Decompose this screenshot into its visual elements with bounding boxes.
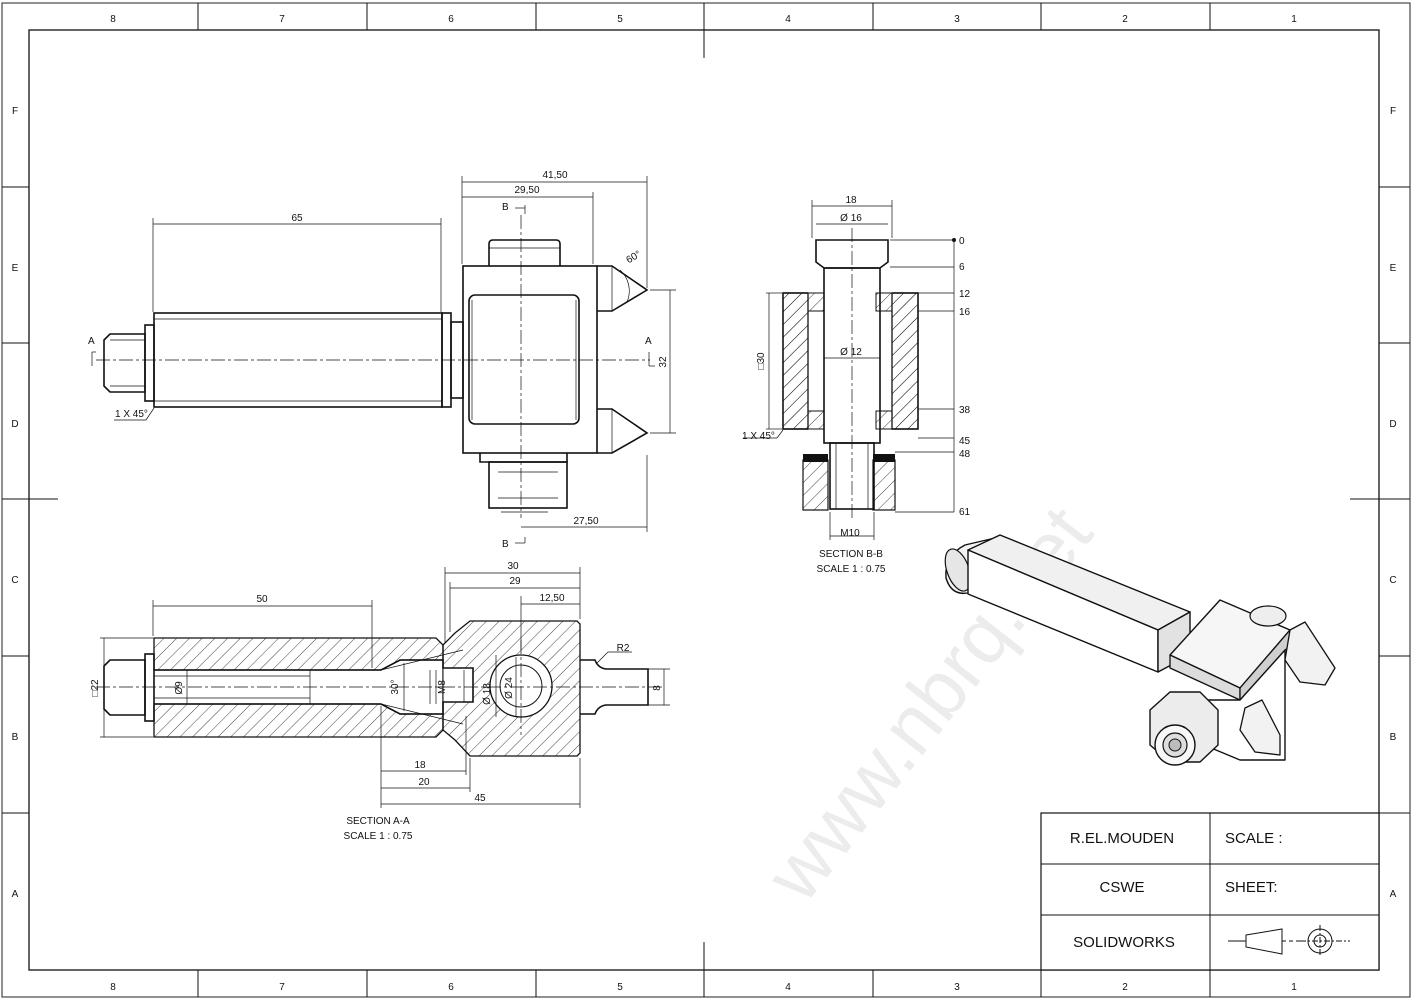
bb-dim-18: 18 bbox=[845, 195, 857, 206]
aa-dim-30: 30 bbox=[507, 561, 519, 572]
zone-row-C-left: C bbox=[11, 575, 18, 586]
front-dim-27-50: 27,50 bbox=[573, 516, 598, 527]
bb-ord-38: 38 bbox=[959, 405, 971, 416]
section-bb-label: SECTION B-B bbox=[819, 549, 883, 560]
bb-ord-61: 61 bbox=[959, 507, 971, 518]
bb-dim-square30: □30 bbox=[756, 352, 767, 370]
title-block: R.EL.MOUDEN CSWE SOLIDWORKS SCALE : SHEE… bbox=[1040, 812, 1380, 971]
bb-ord-0: 0 bbox=[959, 236, 965, 247]
zone-col-1-bottom: 1 bbox=[1291, 982, 1297, 993]
aa-dim-r2: R2 bbox=[617, 643, 630, 654]
zone-row-E-right: E bbox=[1390, 263, 1397, 274]
zone-col-8-bottom: 8 bbox=[110, 982, 116, 993]
aa-dim-29: 29 bbox=[509, 576, 521, 587]
bb-dim-chamfer: 1 X 45° bbox=[742, 431, 775, 442]
section-mark-A-right: A bbox=[645, 336, 652, 347]
zone-col-7-bottom: 7 bbox=[279, 982, 285, 993]
title-scale-label: SCALE : bbox=[1225, 830, 1283, 847]
title-author: R.EL.MOUDEN bbox=[1070, 830, 1174, 847]
aa-dim-dia24: Ø 24 bbox=[504, 677, 515, 699]
zone-row-D-right: D bbox=[1389, 419, 1396, 430]
title-sheet-label: SHEET: bbox=[1225, 879, 1278, 896]
zone-row-B-right: B bbox=[1390, 732, 1397, 743]
zone-row-A-left: A bbox=[12, 889, 19, 900]
zone-col-2-bottom: 2 bbox=[1122, 982, 1128, 993]
zone-col-8-top: 8 bbox=[110, 14, 116, 25]
front-dim-32: 32 bbox=[658, 356, 669, 368]
zone-row-F-right: F bbox=[1390, 106, 1396, 117]
section-b-b-view: 18 Ø 16 Ø 12 □30 1 X 45° M10 0 6 12 16 3… bbox=[742, 195, 971, 575]
zone-col-5-top: 5 bbox=[617, 14, 623, 25]
zone-col-3-top: 3 bbox=[954, 14, 960, 25]
zone-col-4-top: 4 bbox=[785, 14, 791, 25]
aa-dim-dia9: Ø9 bbox=[174, 681, 185, 695]
aa-dim-18: 18 bbox=[414, 760, 426, 771]
bb-ord-45: 45 bbox=[959, 436, 971, 447]
aa-dim-m8: M8 bbox=[437, 680, 448, 694]
first-angle-projection-icon bbox=[1228, 925, 1350, 957]
bb-dim-dia12: Ø 12 bbox=[840, 347, 862, 358]
front-dim-29-50: 29,50 bbox=[514, 185, 539, 196]
zone-row-B-left: B bbox=[12, 732, 19, 743]
section-mark-A-left: A bbox=[88, 336, 95, 347]
front-dim-60deg: 60° bbox=[625, 249, 644, 266]
bb-ord-16: 16 bbox=[959, 307, 971, 318]
title-software: SOLIDWORKS bbox=[1073, 934, 1175, 951]
bb-ord-12: 12 bbox=[959, 289, 971, 300]
aa-dim-dia18: Ø 18 bbox=[482, 683, 493, 705]
aa-dim-20: 20 bbox=[418, 777, 430, 788]
bb-ord-6: 6 bbox=[959, 262, 965, 273]
front-dim-chamfer: 1 X 45° bbox=[115, 409, 148, 420]
aa-dim-45: 45 bbox=[474, 793, 486, 804]
zone-col-7-top: 7 bbox=[279, 14, 285, 25]
aa-dim-square22: □22 bbox=[90, 679, 101, 697]
zone-col-1-top: 1 bbox=[1291, 14, 1297, 25]
bb-ord-48: 48 bbox=[959, 449, 971, 460]
front-view: 65 41,50 29,50 60° 32 27,50 1 X 45° A A … bbox=[88, 170, 676, 550]
zone-col-5-bottom: 5 bbox=[617, 982, 623, 993]
aa-dim-12-50: 12,50 bbox=[539, 593, 564, 604]
section-a-a-view: 50 30 29 12,50 R2 □22 Ø9 30° M8 Ø 18 Ø 2… bbox=[90, 561, 670, 842]
zone-col-2-top: 2 bbox=[1122, 14, 1128, 25]
bb-dim-dia16: Ø 16 bbox=[840, 213, 862, 224]
front-dim-65: 65 bbox=[291, 213, 303, 224]
zone-col-6-bottom: 6 bbox=[448, 982, 454, 993]
section-aa-label: SECTION A-A bbox=[346, 816, 410, 827]
section-aa-scale: SCALE 1 : 0.75 bbox=[344, 831, 413, 842]
aa-dim-30deg: 30° bbox=[390, 679, 401, 694]
section-mark-B-bottom: B bbox=[502, 539, 509, 550]
zone-row-D-left: D bbox=[11, 419, 18, 430]
aa-dim-50: 50 bbox=[256, 594, 268, 605]
isometric-view bbox=[944, 534, 1336, 766]
zone-col-6-top: 6 bbox=[448, 14, 454, 25]
zone-row-E-left: E bbox=[12, 263, 19, 274]
title-organization: CSWE bbox=[1100, 879, 1145, 896]
zone-col-3-bottom: 3 bbox=[954, 982, 960, 993]
front-dim-41-50: 41,50 bbox=[542, 170, 567, 181]
zone-row-F-left: F bbox=[12, 106, 18, 117]
zone-row-A-right: A bbox=[1390, 889, 1397, 900]
zone-row-C-right: C bbox=[1389, 575, 1396, 586]
section-mark-B-top: B bbox=[502, 202, 509, 213]
aa-dim-8: 8 bbox=[652, 685, 663, 691]
zone-col-4-bottom: 4 bbox=[785, 982, 791, 993]
bb-dim-m10: M10 bbox=[840, 528, 860, 539]
section-bb-scale: SCALE 1 : 0.75 bbox=[817, 564, 886, 575]
